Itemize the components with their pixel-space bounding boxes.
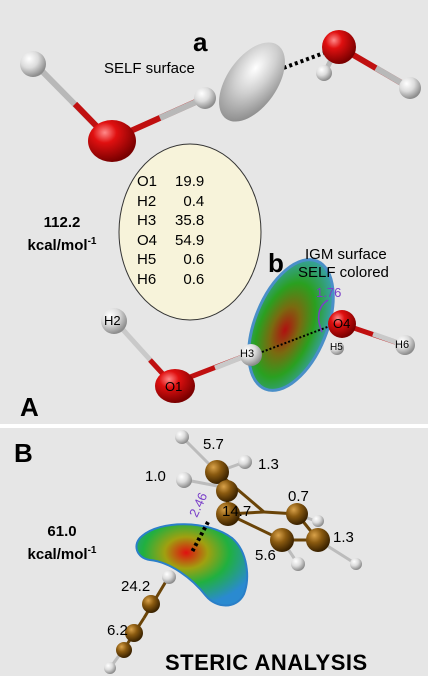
self-colored-caption: SELF colored [298,264,389,281]
contribution-atom: H5 [137,251,157,268]
panel-label-a: A [20,392,39,422]
value-0-7: 0.7 [288,488,309,505]
hbond-dotted-bottom [261,325,331,353]
contribution-value: 19.9 [175,173,205,190]
atom-c-b-7 [142,595,160,613]
atom-h-b-6 [350,558,362,570]
atom-c-b-1 [205,460,229,484]
atom-h-top-far-right [399,77,421,99]
contribution-value: 35.8 [175,212,205,229]
atom-label-o4: O4 [333,316,351,331]
atom-c-b-2 [216,480,238,502]
energy-value-a: 112.2 [43,214,81,231]
atom-h5 [330,341,344,355]
panel-a-molecule-graphic [20,30,421,403]
contribution-atom: O1 [137,173,158,190]
atom-label-h3: H3 [240,348,255,360]
value-1-3-top: 1.3 [258,456,279,473]
panel-label-b: B [14,438,33,468]
atom-h-b-1 [175,430,189,444]
contribution-row: H5 0.6 [133,250,208,270]
value-24-2: 24.2 [121,578,151,595]
igm-surface [247,258,335,392]
atom-o4 [328,310,356,338]
atom-c-b-9 [116,642,132,658]
contribution-atom: H2 [137,192,157,210]
atom-h-b-7 [162,570,176,584]
atom-label-h6: H6 [395,339,410,351]
atom-c-b-3 [216,502,240,526]
value-1-0: 1.0 [145,468,166,485]
value-6-2: 6.2 [107,622,128,639]
steric-analysis-title: STERIC ANALYSIS [165,650,368,675]
atom-h-b-4 [312,515,324,527]
self-surface [219,42,285,122]
value-14-7: 14.7 [222,503,252,520]
contribution-ellipse [118,143,262,321]
atom-label-h2: H2 [104,313,121,328]
contribution-atom: O4 [137,231,158,249]
atom-h-top-left [20,51,46,77]
contribution-atom: H6 [137,270,157,288]
atom-c-b-8 [125,624,143,642]
energy-label-b: 61.0 kcal/mol-1 [14,522,110,564]
contribution-row: O1 19.9 [133,172,208,192]
atom-h-b-2 [238,455,252,469]
contribution-value: 0.6 [183,251,205,268]
sublabel-a: a [193,27,208,57]
contribution-value: 54.9 [175,231,205,249]
atom-h3 [240,344,262,366]
contribution-row: O4 54.9 [133,231,208,251]
atom-h-top-right-small [316,65,332,81]
atom-o1 [155,369,195,403]
contribution-row: H3 35.8 [133,211,208,231]
atom-o-top [88,120,136,162]
value-5-7: 5.7 [203,436,224,453]
value-1-3-right: 1.3 [333,529,354,546]
atom-c-b-5 [270,528,294,552]
panel-b: B 61.0 kcal/mol-1 2.46 5.7 1.3 1.0 0.7 1… [0,428,428,676]
contribution-row: H6 0.6 [133,270,208,290]
energy-value-b: 61.0 [47,523,77,540]
atom-c-b-4 [286,503,308,525]
atom-h-top-mid [194,87,216,109]
atom-h-b-3 [176,472,192,488]
atom-h2 [101,308,127,334]
contribution-value: 0.6 [183,270,205,288]
atom-h-b-5 [291,557,305,571]
distance-arc [317,299,329,333]
atom-h-b-8 [104,662,116,674]
energy-label-a: 112.2 kcal/mol-1 [14,213,110,255]
self-surface-caption: SELF surface [104,60,195,77]
atom-c-b-6 [306,528,330,552]
contribution-value: 0.4 [183,192,205,210]
atom-o-top-right [322,30,356,64]
atom-label-h5: H5 [330,342,343,353]
panel-b-molecule-graphic [104,430,362,674]
distance-label-a: 1.76 [316,285,342,300]
igm-surface-b [135,523,249,607]
atom-label-o1: O1 [165,379,183,394]
atom-h6 [395,335,415,355]
energy-unit-a: kcal/mol-1 [27,236,97,254]
igm-surface-caption: IGM surface [305,246,387,263]
energy-unit-b: kcal/mol-1 [27,545,97,563]
value-5-6: 5.6 [255,547,276,564]
contribution-row: H2 0.4 [133,192,208,212]
sublabel-b: b [268,248,284,278]
contribution-atom: H3 [137,212,157,229]
